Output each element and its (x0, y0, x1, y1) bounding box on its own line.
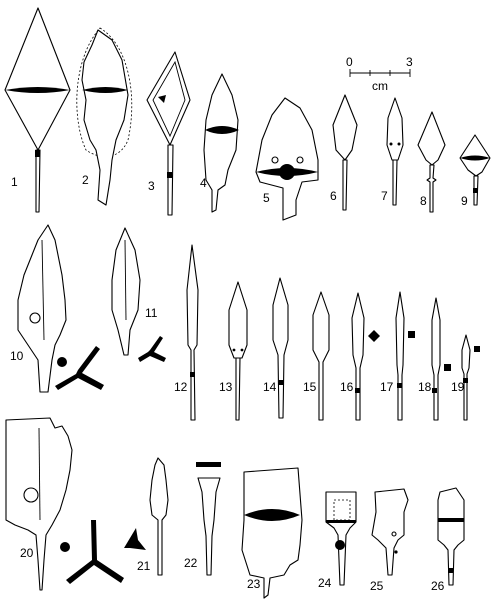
arrowhead-9 (459, 134, 491, 206)
figure-number-8: 8 (420, 194, 427, 208)
arrowhead-18 (431, 297, 451, 421)
scale-min-label: 0 (346, 55, 353, 69)
figure-number-7: 7 (381, 189, 388, 203)
arrowhead-5 (255, 97, 319, 221)
arrowhead-11 (111, 227, 166, 362)
figure-number-13: 13 (219, 380, 233, 394)
arrowhead-14 (272, 277, 289, 419)
arrowhead-19 (461, 334, 480, 421)
figure-number-26: 26 (431, 579, 445, 593)
figure-number-4: 4 (200, 176, 207, 190)
arrowhead-16 (351, 292, 380, 421)
arrowhead-25 (371, 488, 409, 576)
arrowhead-22 (196, 462, 221, 576)
arrowhead-1 (4, 7, 71, 213)
figure-number-5: 5 (263, 191, 270, 205)
scale-max-label: 3 (406, 55, 413, 69)
arrowhead-6 (332, 94, 358, 211)
figure-number-1: 1 (11, 175, 18, 189)
figure-number-14: 14 (263, 380, 277, 394)
figure-number-24: 24 (318, 576, 332, 590)
arrowhead-24 (325, 491, 357, 586)
arrowhead-4 (203, 73, 239, 213)
figure-number-21: 21 (137, 559, 151, 573)
figure-number-22: 22 (184, 556, 198, 570)
arrowhead-12 (186, 244, 199, 421)
scale-bar (349, 69, 411, 77)
arrowhead-26 (437, 487, 465, 586)
arrowhead-21 (124, 457, 169, 576)
figure-number-6: 6 (330, 189, 337, 203)
figure-number-11: 11 (145, 306, 158, 320)
figure-number-19: 19 (451, 380, 465, 394)
arrowhead-10 (17, 224, 104, 393)
arrowhead-17 (395, 291, 415, 421)
arrowhead-3 (146, 51, 191, 216)
arrowhead-13 (228, 281, 248, 421)
figure-number-9: 9 (461, 194, 468, 208)
figure-number-23: 23 (247, 577, 261, 591)
figure-number-25: 25 (370, 579, 384, 593)
figure-number-10: 10 (10, 349, 24, 363)
scale-unit-label: cm (372, 79, 388, 93)
figure-number-20: 20 (20, 546, 34, 560)
arrowhead-23 (241, 467, 303, 599)
arrowhead-8 (417, 111, 446, 213)
figure-number-16: 16 (340, 380, 354, 394)
figure-number-2: 2 (82, 173, 89, 187)
arrowhead-20 (5, 417, 124, 591)
arrowhead-2 (76, 27, 133, 206)
figure-number-17: 17 (380, 380, 394, 394)
arrowhead-15 (312, 291, 330, 421)
figure-number-12: 12 (174, 380, 188, 394)
figure-number-18: 18 (418, 380, 432, 394)
arrowhead-7 (386, 97, 404, 206)
figure-number-3: 3 (148, 179, 155, 193)
figure-number-15: 15 (303, 380, 317, 394)
